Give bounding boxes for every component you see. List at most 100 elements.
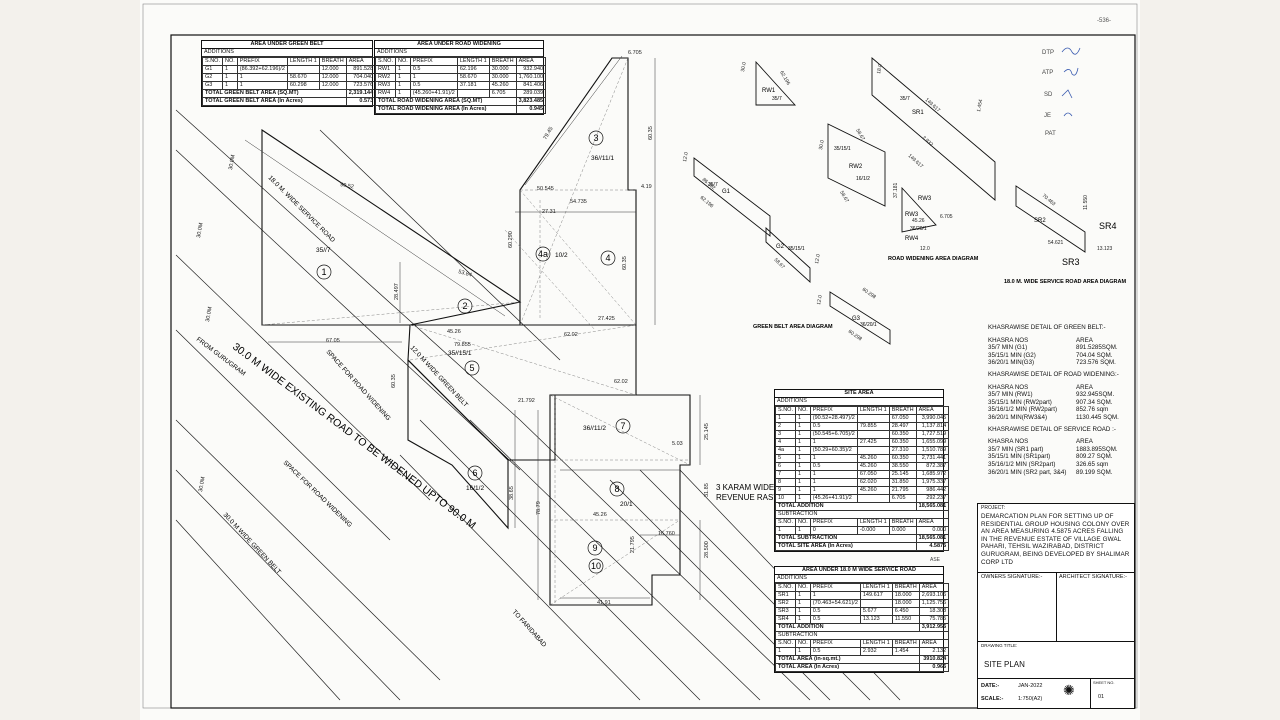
list-item: 35/7 MIN (SR1 part)1883.895SQM. [988, 445, 1118, 453]
svg-text:30.0M: 30.0M [198, 476, 207, 493]
svg-text:79.855: 79.855 [454, 342, 471, 348]
project-description: DEMARCATION PLAN FOR SETTING UP OF RESID… [981, 513, 1130, 566]
svg-text:28.497: 28.497 [394, 283, 400, 300]
list-item: 35/7 MIN (RW1)932.945SQM. [988, 391, 1115, 399]
khasra-road-widening-heading: KHASRAWISE DETAIL OF ROAD WIDENING:- [988, 370, 1119, 378]
green-belt-table-title: AREA UNDER GREEN BELT [202, 41, 372, 49]
svg-text:RW2: RW2 [849, 164, 863, 170]
svg-text:149.617: 149.617 [907, 153, 925, 170]
svg-text:4.19: 4.19 [641, 184, 652, 190]
svg-text:SR2: SR2 [1034, 218, 1046, 224]
svg-text:35/7: 35/7 [772, 96, 782, 102]
svg-text:35/7: 35/7 [708, 182, 718, 188]
list-item: 36/20/1 MIN(RW3&4)1130.445 SQM. [988, 413, 1119, 421]
svg-text:58.67: 58.67 [773, 257, 786, 270]
svg-text:60.298: 60.298 [847, 329, 863, 343]
zone-7: 7 [620, 421, 625, 431]
svg-text:60.298: 60.298 [861, 287, 877, 301]
project-label: PROJECT: [981, 505, 1006, 511]
zone-6: 6 [472, 468, 477, 478]
zone-markers [316, 130, 631, 574]
svg-text:38.65: 38.65 [509, 486, 515, 500]
svg-text:35/7: 35/7 [900, 96, 910, 102]
svg-text:21.792: 21.792 [518, 398, 535, 404]
khasra-labels: 35//7 36//11/1 10/2 35//15/1 16/1/2 36//… [316, 155, 633, 508]
svg-text:31.85: 31.85 [704, 483, 710, 497]
svg-text:30.0M: 30.0M [228, 154, 237, 171]
khasra-10-2: 10/2 [555, 252, 568, 259]
list-item: 35/7 MIN (G1)891.5285SQM. [988, 344, 1118, 352]
dimension-texts: 6.705 90.52 79.45 60.35 4.19 50.545 54.7… [196, 50, 710, 606]
list-item: 35/16/1/2 MIN (RW2part)852.76 sqm [988, 406, 1109, 414]
zone-4: 4 [605, 253, 610, 263]
svg-text:30.0: 30.0 [818, 140, 826, 151]
corner-mark: -536- [1097, 18, 1111, 24]
zone-9: 9 [592, 543, 597, 553]
space-road-widening-2: SPACE FOR ROAD WIDENING [282, 459, 354, 528]
diagram-labels: RW1 35/7 RW2 35/15/1 16/1/2 RW3 RW3 36/2… [708, 88, 1126, 330]
svg-text:45.26: 45.26 [593, 512, 607, 518]
svg-text:149.617: 149.617 [924, 97, 942, 114]
road-widening-table-title: AREA UNDER ROAD WIDENING [375, 41, 543, 49]
svg-text:62.02: 62.02 [564, 332, 578, 338]
drawing-border [170, 34, 1136, 709]
svg-text:16/1/2: 16/1/2 [856, 176, 870, 182]
svg-text:RW3: RW3 [905, 212, 919, 218]
svg-text:PAT: PAT [1045, 131, 1056, 137]
svg-text:36/20/1: 36/20/1 [910, 226, 927, 232]
svg-text:90.52: 90.52 [340, 182, 355, 190]
svg-text:58.67: 58.67 [838, 190, 850, 204]
svg-text:58.67: 58.67 [854, 128, 866, 142]
rasta-label: 3 KARAM WIDE [716, 483, 774, 492]
service-road-label: 18.0 M. WIDE SERVICE ROAD [267, 174, 337, 244]
gb-diagram-title: GREEN BELT AREA DIAGRAM [753, 324, 833, 330]
rw-diagram-title: ROAD WIDENING AREA DIAGRAM [888, 256, 979, 262]
drawing-scale: 1:750(A2) [1018, 696, 1043, 702]
dimension-lines [244, 55, 701, 600]
space-road-widening-1: SPACE FOR ROAD WIDENING [325, 349, 392, 423]
list-item: 35/16/1/2 MIN (SR2part)326.65 sqm [988, 460, 1109, 468]
svg-text:JE: JE [1044, 113, 1051, 119]
rasta-label-2: REVENUE RAST [716, 493, 778, 502]
svg-text:86.392: 86.392 [701, 177, 717, 192]
area-diagrams [693, 57, 1086, 345]
svg-text:SR3: SR3 [1062, 257, 1080, 267]
svg-text:35/15/1: 35/15/1 [788, 246, 805, 252]
svg-text:SR1: SR1 [912, 110, 924, 116]
zone-10: 10 [591, 561, 601, 571]
list-item: 36/20/1 MIN(G3)723.576 SQM. [988, 359, 1116, 367]
khasra-green-belt-heading: KHASRAWISE DETAIL OF GREEN BELT:- [988, 324, 1106, 331]
sr-diagram-title: 18.0 M. WIDE SERVICE ROAD AREA DIAGRAM [1004, 279, 1126, 285]
svg-text:27.425: 27.425 [598, 316, 615, 322]
svg-text:79.45: 79.45 [543, 126, 555, 141]
green-belt-30m-label: 30.0 M WIDE GREEN BELT [222, 512, 282, 576]
zone-1: 1 [321, 267, 326, 277]
owners-signature-label: OWNERS SIGNATURE:- [981, 574, 1043, 580]
triangulation-lines [261, 57, 691, 606]
drawing-date: JAN-2022 [1018, 683, 1043, 689]
svg-text:18.0: 18.0 [876, 64, 884, 75]
svg-text:6.705: 6.705 [628, 50, 642, 56]
svg-text:60.35: 60.35 [391, 374, 397, 388]
svg-text:11.550: 11.550 [1083, 195, 1089, 210]
svg-text:30.0M: 30.0M [205, 306, 214, 323]
approval-signatures [1061, 47, 1081, 117]
svg-text:41.91: 41.91 [597, 600, 611, 606]
road-widening-table: AREA UNDER ROAD WIDENING ADDITIONS S.NO.… [374, 40, 547, 115]
svg-text:30.0: 30.0 [740, 62, 748, 73]
khasra-service-road-heading: KHASRAWISE DETAIL OF SERVICE ROAD :- [988, 425, 1116, 433]
